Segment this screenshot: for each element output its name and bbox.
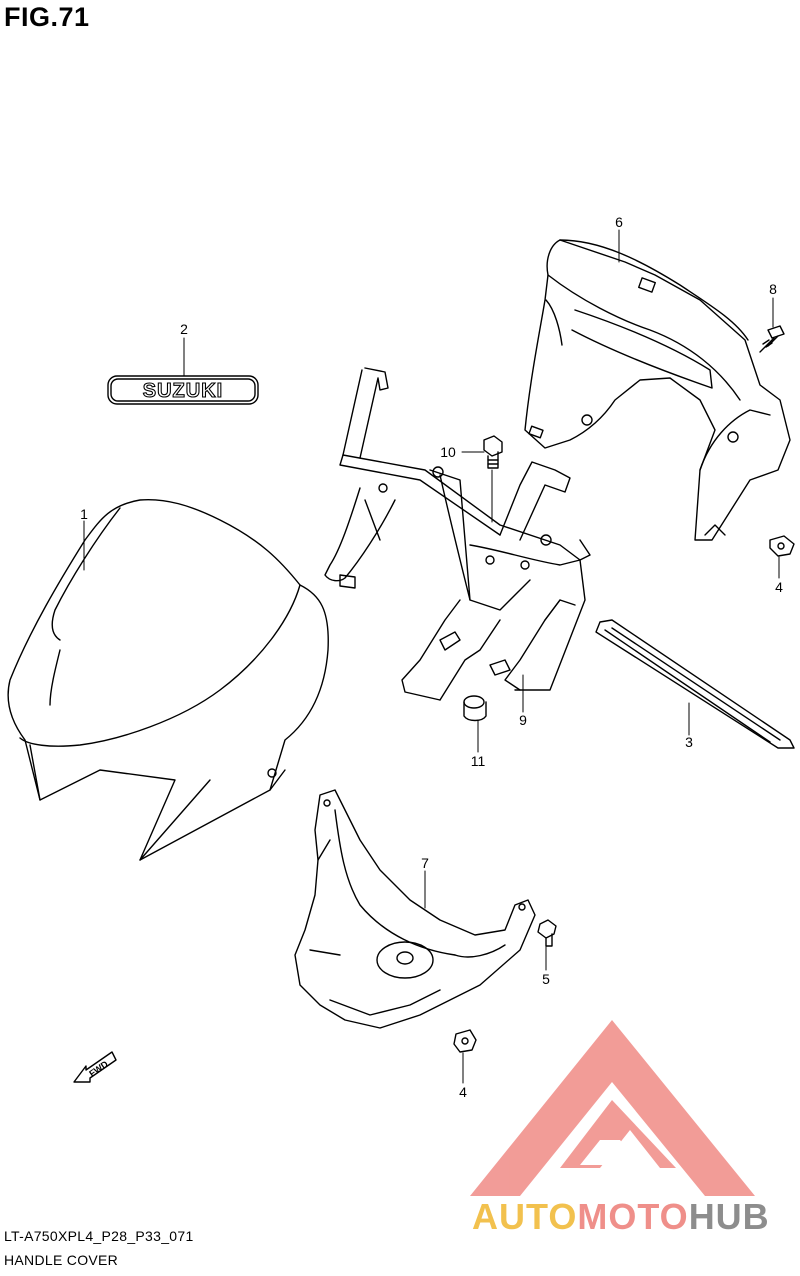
part-8-screw bbox=[759, 325, 785, 353]
watermark-auto: AUTO bbox=[472, 1196, 578, 1237]
callout-4-lower: 4 bbox=[459, 1084, 467, 1100]
callout-10: 10 bbox=[440, 444, 456, 460]
watermark-moto: MOTO bbox=[577, 1196, 689, 1237]
watermark-logo bbox=[470, 1020, 755, 1196]
leader-lines bbox=[83, 229, 780, 1084]
callout-6: 6 bbox=[615, 214, 623, 230]
callout-5: 5 bbox=[542, 971, 550, 987]
part-10-bolt bbox=[483, 435, 503, 469]
callout-3: 3 bbox=[685, 734, 693, 750]
callout-11: 11 bbox=[471, 753, 486, 769]
diagram-caption: HANDLE COVER bbox=[4, 1252, 119, 1268]
part-1-handle-cover-front bbox=[7, 498, 329, 861]
figure-title: FIG.71 bbox=[4, 2, 90, 32]
part-11-collar bbox=[463, 695, 487, 722]
callout-2: 2 bbox=[180, 321, 188, 337]
part-4-nut-lower bbox=[453, 1029, 477, 1053]
part-3-seal bbox=[595, 619, 795, 749]
callout-8: 8 bbox=[769, 281, 777, 297]
callout-7: 7 bbox=[421, 855, 429, 871]
watermark-hub: HUB bbox=[688, 1196, 770, 1237]
part-7-handle-cover-lower bbox=[294, 789, 536, 1029]
part-9-handle-cover-bracket bbox=[324, 367, 591, 701]
callout-4-upper: 4 bbox=[775, 579, 783, 595]
part-5-clip bbox=[537, 919, 557, 947]
fwd-arrow-icon bbox=[73, 1051, 117, 1083]
part-4-nut-upper bbox=[769, 535, 795, 557]
watermark-text: AUTOMOTOHUB bbox=[472, 1196, 770, 1238]
emblem-text: SUZUKI bbox=[143, 380, 223, 402]
diagram-code: LT-A750XPL4_P28_P33_071 bbox=[4, 1228, 194, 1244]
part-6-handle-cover-upper bbox=[524, 239, 791, 541]
callout-9: 9 bbox=[519, 712, 527, 728]
part-2-suzuki-emblem bbox=[107, 375, 259, 405]
callout-1: 1 bbox=[80, 506, 88, 522]
